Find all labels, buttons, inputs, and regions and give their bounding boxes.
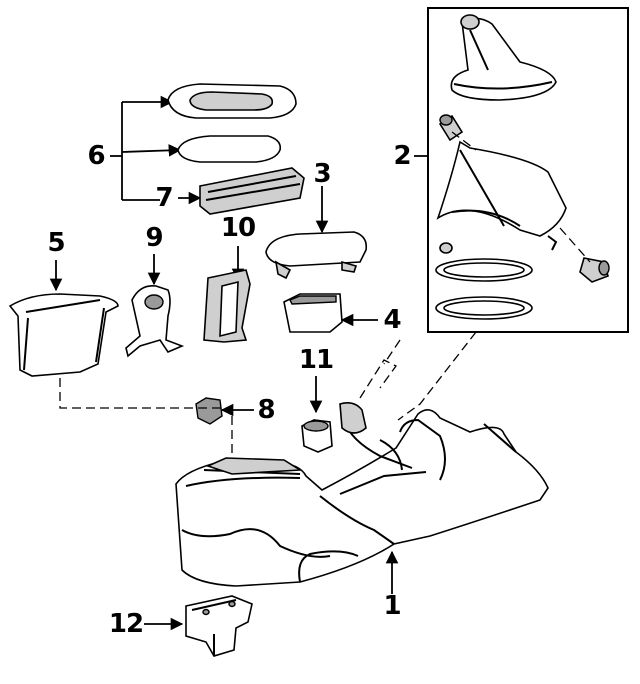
callout-10: 10 <box>220 213 256 243</box>
part-socket-11 <box>301 376 333 453</box>
assembly-guides <box>59 331 477 470</box>
part-bracket-9 <box>125 254 185 358</box>
callout-2: 2 <box>393 141 411 171</box>
callout-12: 12 <box>108 609 144 639</box>
leader-6-bracket <box>110 95 182 201</box>
callout-8: 8 <box>257 395 275 425</box>
part-bin <box>283 293 378 333</box>
part-cover <box>265 186 368 280</box>
part-mount-bracket <box>144 595 253 657</box>
callout-9: 9 <box>145 223 163 253</box>
part-clip-8 <box>195 397 254 425</box>
part-hinge <box>178 167 305 215</box>
callout-3: 3 <box>313 159 331 189</box>
callout-11: 11 <box>298 345 334 375</box>
part-console-body <box>175 402 549 587</box>
part-bracket-10 <box>203 246 251 343</box>
inset-box-shifter-assembly <box>427 7 629 333</box>
callout-7: 7 <box>155 183 173 213</box>
part-armrest-lid <box>167 83 297 163</box>
part-storage-bin <box>8 260 119 377</box>
callout-6: 6 <box>87 141 105 171</box>
callout-1: 1 <box>383 591 401 621</box>
callout-4: 4 <box>383 305 401 335</box>
callout-5: 5 <box>47 228 65 258</box>
